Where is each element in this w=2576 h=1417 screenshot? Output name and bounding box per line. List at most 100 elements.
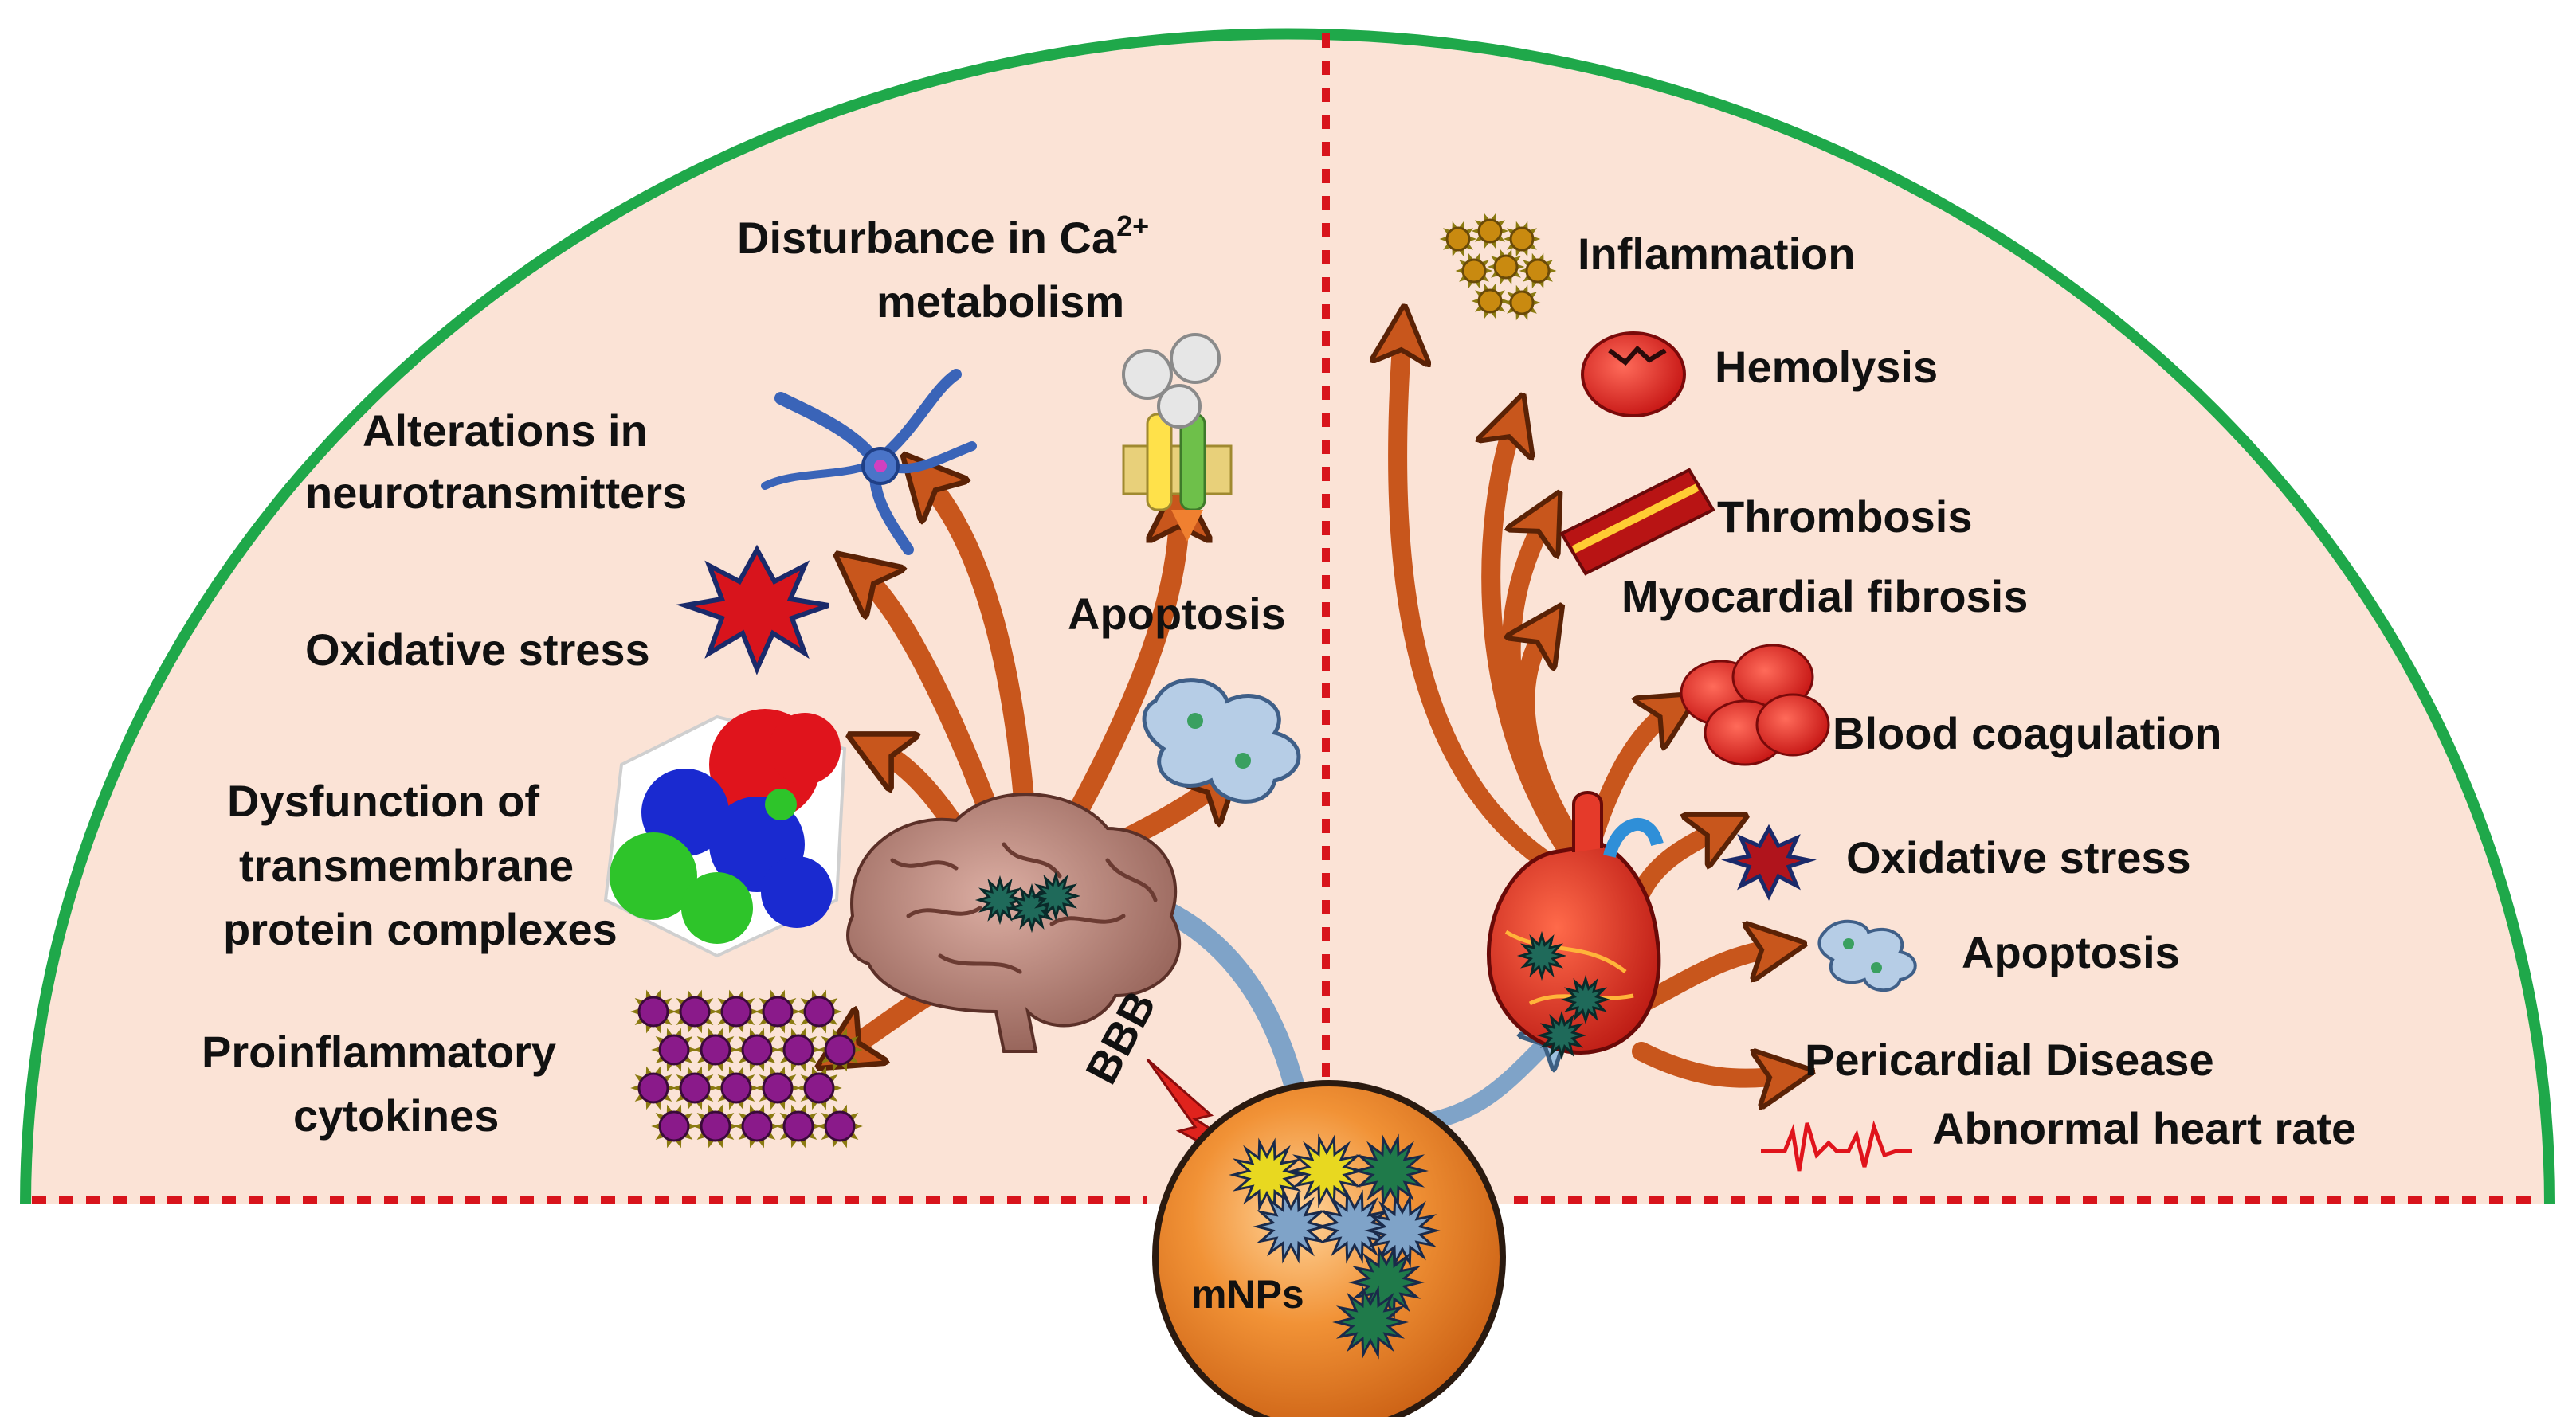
cytokine-core xyxy=(658,1034,690,1066)
brain-nanoparticle xyxy=(1030,871,1081,922)
cytokine xyxy=(755,989,801,1034)
cytokine xyxy=(713,1066,759,1110)
cytokine-core xyxy=(679,1072,711,1104)
cytokine-core xyxy=(720,996,752,1028)
cytokine-cluster-icon xyxy=(630,989,863,1149)
cytokine-core xyxy=(637,1072,669,1104)
arrow-to-calcium xyxy=(1049,510,1179,855)
heart-nanoparticle xyxy=(1516,930,1567,981)
brain-nanoparticles xyxy=(974,871,1081,934)
label-pericardial-disease: Pericardial Disease xyxy=(1805,1035,2214,1085)
blood-vessel-icon xyxy=(1559,468,1715,576)
cytokine xyxy=(713,989,759,1034)
label-dysfunction-line3: protein complexes xyxy=(223,904,618,954)
inflammation-particle-core xyxy=(1445,226,1471,252)
cytokine-core xyxy=(762,996,794,1028)
inflammation-particle xyxy=(1471,213,1509,249)
inflammation-particle xyxy=(1487,249,1525,285)
label-calcium-superscript: 2+ xyxy=(1116,209,1149,242)
cytokine xyxy=(796,1066,842,1110)
cytokine-core xyxy=(762,1072,794,1104)
label-dysfunction-line1: Dysfunction of xyxy=(227,776,539,826)
inflammation-particle-core xyxy=(1509,226,1535,252)
star-burst-icon xyxy=(676,544,829,675)
heart-icon xyxy=(1487,791,1664,1055)
nanoparticle xyxy=(1364,1193,1441,1268)
label-apoptosis-right: Apoptosis xyxy=(1962,927,2180,977)
heart-nanoparticle xyxy=(1560,974,1611,1025)
nanoparticle-sphere xyxy=(1152,1080,1506,1417)
blood-clot-icon xyxy=(1680,644,1830,766)
label-proinflammatory-line1: Proinflammatory xyxy=(202,1027,556,1077)
neuron-icon xyxy=(761,369,977,555)
cytokine xyxy=(672,989,718,1034)
inflammation-particle xyxy=(1439,221,1477,257)
arrow-to-pericardial xyxy=(1632,1042,1785,1078)
label-abnormal-heart-rate: Abnormal heart rate xyxy=(1932,1103,2356,1153)
label-hemolysis: Hemolysis xyxy=(1715,342,1938,392)
cytokine-core xyxy=(637,996,669,1028)
star-burst-icon-heart xyxy=(1721,824,1817,901)
label-apoptosis-left: Apoptosis xyxy=(1068,589,1286,639)
red-blood-cell-icon xyxy=(1581,331,1686,417)
cytokine-core xyxy=(741,1110,773,1142)
label-neuro-line2: neurotransmitters xyxy=(305,468,687,518)
cytokine-core xyxy=(720,1072,752,1104)
cytokine-core xyxy=(824,1110,856,1142)
cytokine-core xyxy=(741,1034,773,1066)
label-myocardial-fibrosis: Myocardial fibrosis xyxy=(1621,571,2028,621)
inflammation-particle-core xyxy=(1461,258,1487,284)
cytokine-core xyxy=(700,1110,731,1142)
cytokine xyxy=(755,1066,801,1110)
label-oxidative-right: Oxidative stress xyxy=(1846,832,2191,883)
ion-channel-icon xyxy=(1122,333,1233,542)
brain-nanoparticle xyxy=(974,875,1025,926)
cytokine xyxy=(817,1028,863,1072)
label-proinflammatory-line2: cytokines xyxy=(293,1090,499,1141)
cytokine xyxy=(630,1066,676,1110)
protein-complex-icon xyxy=(603,709,847,958)
label-calcium-line2: metabolism xyxy=(876,276,1124,327)
label-calcium-text: Disturbance in Ca xyxy=(737,213,1117,263)
arrow-to-myocardial xyxy=(1525,629,1595,870)
label-thrombosis: Thrombosis xyxy=(1717,491,1972,542)
inflammation-particle xyxy=(1503,284,1541,321)
nanoparticle xyxy=(1348,1245,1425,1320)
inflammation-particle-core xyxy=(1477,288,1503,314)
heart-entry-arrow xyxy=(1410,1035,1554,1132)
cytokine-core xyxy=(700,1034,731,1066)
inflammation-particle-core xyxy=(1525,258,1551,284)
inflammation-particle-core xyxy=(1509,290,1535,315)
label-neuro-line1: Alterations in xyxy=(363,405,648,456)
label-blood-coagulation: Blood coagulation xyxy=(1833,708,2221,758)
label-mnps: mNPs xyxy=(1191,1272,1304,1317)
apoptotic-cell-icon-heart xyxy=(1817,919,1917,992)
brain-icon xyxy=(846,793,1182,1053)
arrow-to-inflammation xyxy=(1398,335,1595,894)
cytokine xyxy=(651,1028,697,1072)
label-calcium: Disturbance in Ca2+ xyxy=(737,209,1149,263)
cytokine-core xyxy=(782,1034,814,1066)
cytokine-core xyxy=(658,1110,690,1142)
inflammation-particle xyxy=(1519,252,1557,289)
arrow-to-oxidative-right xyxy=(1632,828,1721,902)
cytokine xyxy=(734,1104,780,1149)
arrow-to-apoptosis-right xyxy=(1632,948,1777,1013)
cytokine xyxy=(734,1028,780,1072)
cytokine-core xyxy=(803,996,835,1028)
nanoparticle xyxy=(1316,1189,1393,1264)
inflammation-particle xyxy=(1471,283,1509,319)
cytokine xyxy=(672,1066,718,1110)
arrow-to-oxidative-stress xyxy=(861,573,1014,863)
cytokine xyxy=(775,1028,821,1072)
cytokine xyxy=(796,989,842,1034)
cytokine-core xyxy=(679,996,711,1028)
cytokine-core xyxy=(824,1034,856,1066)
cytokine xyxy=(651,1104,697,1149)
inflammation-cluster-icon xyxy=(1439,213,1557,321)
semicircle-outline xyxy=(20,28,2555,1205)
ecg-trace-icon xyxy=(1761,1120,1912,1172)
label-inflammation: Inflammation xyxy=(1578,229,1855,279)
cytokine xyxy=(630,989,676,1034)
